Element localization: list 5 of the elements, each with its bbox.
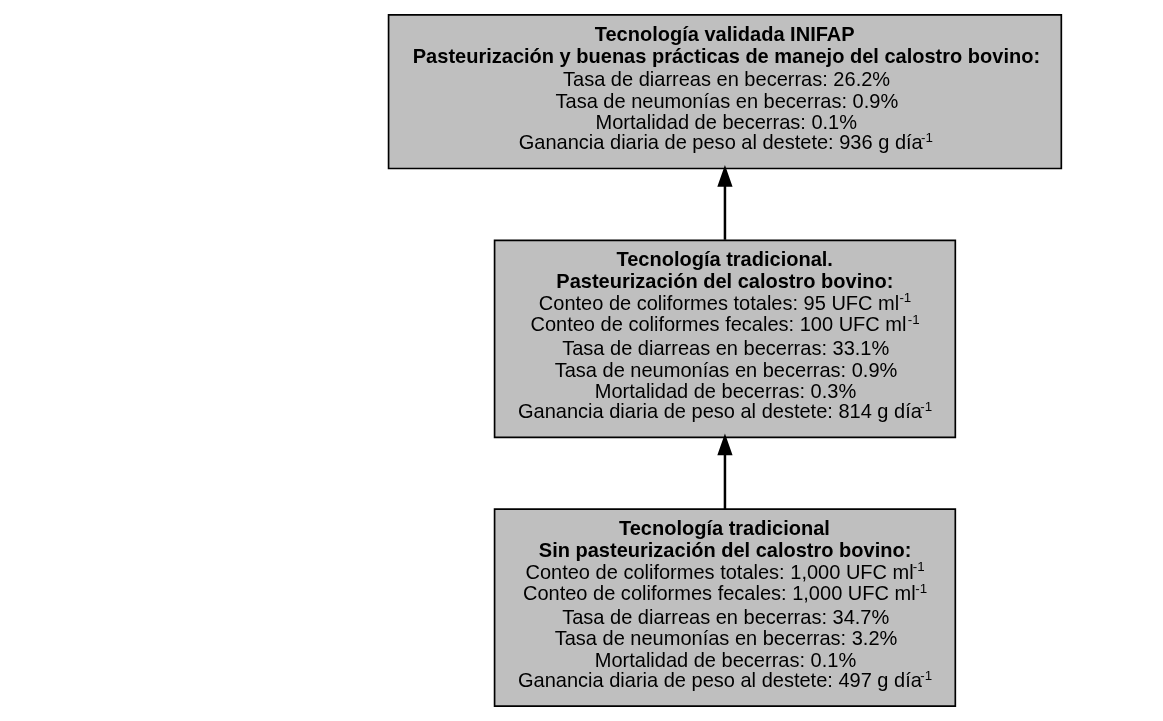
node-box: Tecnología tradicional. Pasteurización del calostro bovino: Conteo de coliformes totales: 95 UFC ml$^{-1}$ Conteo de coliformes fecales: 100 UFC ml$^{-1}$ Tasa de diarreas en becerras: 33.1% Tasa de neumonías en becerras: 0.9% Mortalidad de becerras: 0.3% Ganancia diaria de peso al destete: 814 g día$^{-1}$ [493,239,957,439]
arrow [717,433,733,509]
arrow [717,164,733,240]
node-box: Tecnología tradicional Sin pasteurización del calostro bovino: Conteo de coliformes totales: 1,000 UFC ml$^{-1}$ Conteo de coliformes fecales: 1,000 UFC ml$^{-1}$ Tasa de diarreas en becerras: 34.7% Tasa de neumonías en becerras: 3.2% Mortalidad de becerras: 0.1% Ganancia diaria de peso al destete: 497 g día$^{-1}$ [493,508,957,707]
node-box: Tecnología validada INIFAP Pasteurización y buenas prácticas de manejo del calostro bovino: Tasa de diarreas en becerras: 26.2% Tasa de neumonías en becerras: 0.9% Mortalidad de becerras: 0.1% Ganancia diaria de peso al destete: 936 g día$^{-1}$ [387,14,1063,170]
